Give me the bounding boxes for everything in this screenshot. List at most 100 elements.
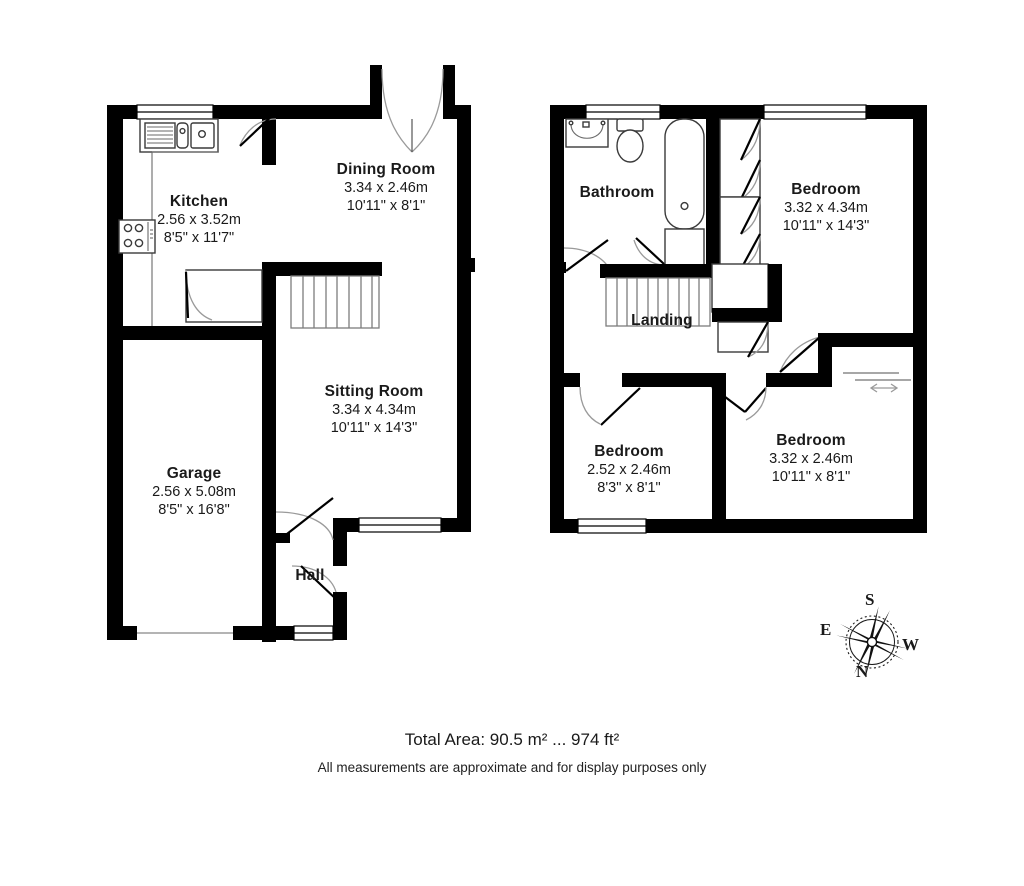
wardrobe-bifold-lower bbox=[719, 196, 761, 270]
ground-floor-plan bbox=[107, 65, 475, 642]
wall-hall-bottom-left bbox=[262, 626, 294, 640]
wall-bottom-first-left bbox=[550, 519, 578, 533]
room-label-landing: Landing bbox=[612, 312, 712, 331]
wall-right-nib bbox=[457, 258, 475, 272]
bath-end-panel bbox=[664, 228, 705, 266]
bath-tub bbox=[664, 118, 705, 230]
wall-bathroom-right bbox=[706, 105, 720, 265]
room-name-landing: Landing bbox=[631, 312, 693, 329]
wall-bedroom-small-top bbox=[622, 373, 726, 387]
wall-between-bedrooms bbox=[712, 373, 726, 533]
wall-kitchen-bottom bbox=[107, 326, 276, 340]
room-label-dining-room: Dining Room 3.34 x 2.46m 10'11" x 8'1" bbox=[300, 161, 472, 215]
room-name-kitchen: Kitchen bbox=[169, 193, 229, 210]
room-name-bedroom-second: Bedroom bbox=[776, 432, 846, 449]
front-door-hall bbox=[291, 565, 338, 601]
wall-top-kitchen-right bbox=[213, 105, 275, 119]
room-dim-imperial-bedroom-second: 10'11" x 8'1" bbox=[771, 468, 851, 485]
door-sitting-hall bbox=[275, 497, 334, 543]
wash-basin bbox=[565, 118, 609, 148]
window-bathroom bbox=[585, 104, 661, 120]
compass-label-east: E bbox=[820, 620, 832, 639]
wall-exterior-left bbox=[107, 105, 123, 640]
door-kitchen-dining bbox=[239, 111, 277, 147]
kitchen-sink bbox=[139, 118, 219, 153]
room-label-garage: Garage 2.56 x 5.08m 8'5" x 16'8" bbox=[114, 465, 274, 519]
room-label-bedroom-small: Bedroom 2.52 x 2.46m 8'3" x 8'1" bbox=[553, 443, 705, 497]
wall-sitting-bottom-right bbox=[441, 518, 471, 532]
window-bedroom-main bbox=[763, 104, 867, 120]
room-dim-metric-garage: 2.56 x 5.08m bbox=[152, 483, 236, 500]
room-dim-metric-bedroom-second: 3.32 x 2.46m bbox=[769, 450, 853, 467]
room-dim-imperial-kitchen: 8'5" x 11'7" bbox=[163, 229, 235, 246]
kitchen-hob bbox=[118, 219, 156, 254]
wall-exterior-left-first bbox=[550, 105, 564, 533]
staircase-up bbox=[276, 262, 382, 329]
compass-rose: S E W N bbox=[818, 590, 926, 696]
wall-hall-right-upper bbox=[333, 518, 347, 566]
room-dim-imperial-garage: 8'5" x 16'8" bbox=[158, 501, 230, 518]
room-dim-metric-dining-room: 3.34 x 2.46m bbox=[344, 179, 428, 196]
wall-cupboard-bottom bbox=[712, 308, 782, 322]
staircase-down bbox=[600, 264, 712, 327]
wall-exterior-right-ground bbox=[457, 105, 471, 530]
compass-rose-icon bbox=[836, 606, 908, 678]
total-area-text: Total Area: 90.5 m² ... 974 ft² bbox=[404, 730, 620, 749]
window-bedroom-small bbox=[577, 518, 647, 534]
room-name-garage: Garage bbox=[166, 465, 222, 482]
french-doors-dining bbox=[381, 68, 444, 153]
sliding-wardrobe bbox=[843, 372, 911, 393]
window-hall bbox=[293, 625, 334, 641]
room-label-bathroom: Bathroom bbox=[557, 184, 677, 203]
room-name-bathroom: Bathroom bbox=[579, 184, 655, 201]
door-cupboard bbox=[747, 321, 769, 358]
wall-bedroom-second-top-right bbox=[818, 333, 927, 347]
airing-cupboard bbox=[711, 263, 769, 313]
room-name-bedroom-small: Bedroom bbox=[594, 443, 664, 460]
wall-cupboard-right bbox=[768, 264, 782, 322]
room-label-sitting-room: Sitting Room 3.34 x 4.34m 10'11" x 14'3" bbox=[288, 383, 460, 437]
room-label-hall: Hall bbox=[275, 567, 345, 586]
wall-top-first-a bbox=[550, 105, 586, 119]
landing-angled-walls bbox=[711, 386, 767, 421]
window-sitting-room bbox=[358, 517, 442, 533]
wall-exterior-right-first bbox=[913, 105, 927, 533]
wall-hall-bottom-right bbox=[333, 626, 347, 640]
wall-bedroom-second-nib bbox=[818, 333, 832, 373]
wall-french-jamb-left bbox=[370, 65, 382, 119]
wall-top-left-stub bbox=[107, 105, 137, 119]
room-label-bedroom-second: Bedroom 3.32 x 2.46m 10'11" x 8'1" bbox=[725, 432, 897, 486]
room-dim-imperial-bedroom-main: 10'11" x 14'3" bbox=[782, 217, 870, 234]
door-bedroom-second bbox=[779, 336, 821, 373]
room-name-sitting-room: Sitting Room bbox=[324, 383, 424, 400]
cupboard-lower bbox=[717, 321, 769, 353]
room-label-kitchen: Kitchen 2.56 x 3.52m 8'5" x 11'7" bbox=[119, 193, 279, 247]
toilet bbox=[616, 118, 644, 163]
wall-bottom-first-right bbox=[646, 519, 927, 533]
compass-label-south: S bbox=[865, 590, 875, 609]
wall-bedroom-second-top bbox=[766, 373, 832, 387]
wall-hall-spine bbox=[262, 262, 276, 642]
compass-label-north: N bbox=[856, 662, 869, 681]
room-name-hall: Hall bbox=[295, 567, 325, 584]
room-dim-imperial-sitting-room: 10'11" x 14'3" bbox=[330, 419, 418, 436]
door-bedroom-small bbox=[579, 386, 641, 426]
room-name-bedroom-main: Bedroom bbox=[791, 181, 861, 198]
wall-top-first-c bbox=[866, 105, 927, 119]
room-dim-imperial-dining-room: 10'11" x 8'1" bbox=[346, 197, 426, 214]
room-dim-metric-kitchen: 2.56 x 3.52m bbox=[157, 211, 241, 228]
door-bathroom bbox=[633, 237, 666, 266]
wall-dining-top-left bbox=[276, 105, 370, 119]
door-kitchen-hall bbox=[184, 269, 263, 323]
window-kitchen bbox=[136, 104, 214, 120]
wall-garage-bottom-left bbox=[107, 626, 137, 640]
room-name-dining-room: Dining Room bbox=[336, 161, 436, 178]
disclaimer-text: All measurements are approximate and for… bbox=[317, 760, 707, 775]
wall-bedroom-small-top-left bbox=[550, 373, 580, 387]
first-floor-plan bbox=[550, 104, 927, 534]
room-dim-imperial-bedroom-small: 8'3" x 8'1" bbox=[597, 479, 661, 496]
wardrobe-bifold-upper bbox=[719, 118, 761, 200]
room-dim-metric-bedroom-small: 2.52 x 2.46m bbox=[587, 461, 671, 478]
